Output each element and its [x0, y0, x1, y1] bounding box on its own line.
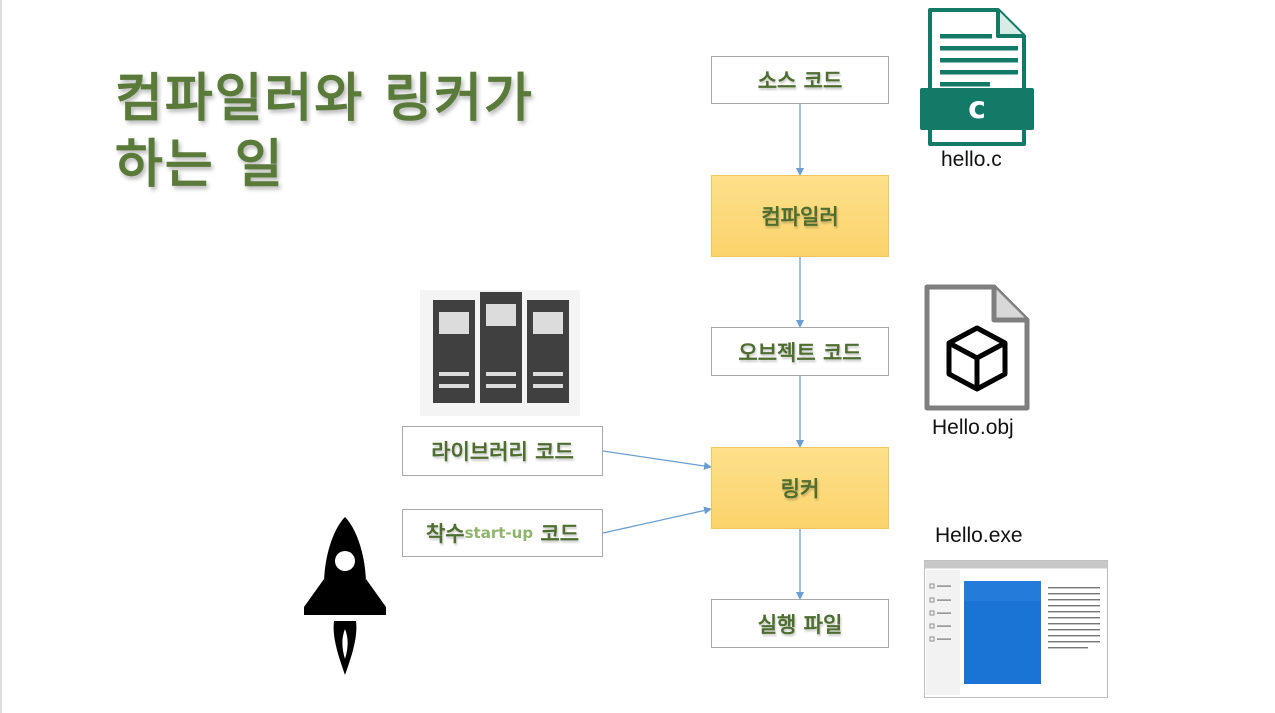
obj-file-name: Hello.obj: [932, 416, 1014, 439]
library-books-icon: [420, 290, 580, 416]
exe-file-name: Hello.exe: [935, 524, 1023, 547]
c-file-letter: c: [968, 91, 986, 126]
object-code-label: 오브젝트 코드: [738, 340, 862, 365]
slide-edge: [0, 0, 2, 713]
obj-file-icon: [924, 284, 1030, 411]
c-file-icon: c: [920, 8, 1034, 146]
executable-box: 실행 파일: [711, 599, 889, 648]
library-code-label: 라이브러리 코드: [431, 440, 574, 464]
startup-code-suffix: 코드: [533, 522, 580, 546]
library-code-box: 라이브러리 코드: [402, 426, 603, 476]
slide-title: 컴파일러와 링커가 하는 일: [115, 66, 534, 198]
program-window-icon: [924, 560, 1108, 698]
title-line-1: 컴파일러와 링커가: [115, 69, 534, 129]
arrow-startup-to-linker: [602, 506, 712, 534]
source-code-box: 소스 코드: [711, 56, 889, 104]
startup-code-prefix: 착수: [425, 522, 465, 546]
executable-label: 실행 파일: [757, 612, 843, 637]
c-file-name: hello.c: [941, 148, 1002, 171]
title-line-2: 하는 일: [115, 135, 285, 195]
linker-label: 링커: [780, 477, 820, 501]
cube-icon: [946, 325, 1008, 392]
startup-code-sub: start-up: [464, 524, 534, 542]
rocket-icon: [304, 517, 386, 675]
compiler-box: 컴파일러: [711, 175, 889, 257]
linker-box: 링커: [711, 447, 889, 529]
object-code-box: 오브젝트 코드: [711, 327, 889, 376]
compiler-label: 컴파일러: [761, 205, 839, 229]
arrow-library-to-linker: [602, 450, 712, 470]
source-code-label: 소스 코드: [757, 69, 843, 93]
